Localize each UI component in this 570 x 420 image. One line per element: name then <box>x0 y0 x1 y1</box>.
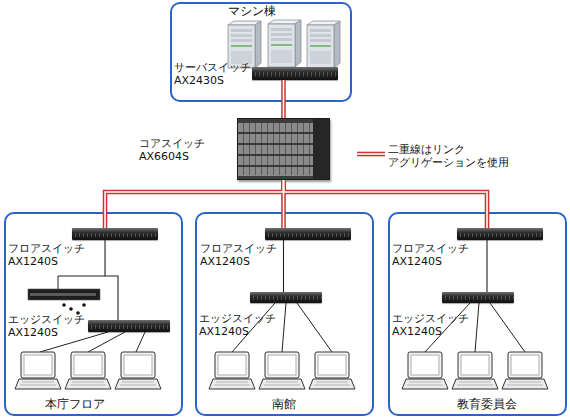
laptop <box>65 352 111 389</box>
aggregated-link <box>281 180 286 228</box>
legend-sample <box>357 147 385 161</box>
network-switch: フロアスイッチ AX1240S <box>72 228 158 240</box>
server-tower <box>268 20 301 67</box>
switch-label: フロアスイッチ AX1240S <box>8 242 98 268</box>
server-tower <box>228 21 261 68</box>
lan-wire <box>475 303 479 352</box>
lan-wire <box>490 303 525 352</box>
stack-dot <box>62 303 66 307</box>
laptop <box>309 352 355 389</box>
aggregated-link-gap <box>283 180 285 228</box>
switch-label: フロアスイッチ AX1240S <box>392 242 482 268</box>
network-link <box>486 240 487 292</box>
building-label: 本庁フロア <box>45 397 105 411</box>
aggregated-link <box>105 180 283 228</box>
network-switch: エッジスイッチ AX1240S <box>88 320 170 332</box>
aggregated-link-gap <box>283 80 285 118</box>
laptop <box>452 352 498 389</box>
aggregated-link-gap <box>105 180 283 228</box>
lan-wires <box>40 276 525 352</box>
lan-wire <box>136 332 145 352</box>
laptop <box>402 352 448 389</box>
network-link <box>283 240 284 292</box>
aggregated-link-gap <box>284 180 488 228</box>
building-box: 本庁フロア フロアスイッチ AX1240S エッジスイッチ AX1240S <box>4 212 183 416</box>
lan-wire <box>88 332 125 352</box>
legend-entry: 二重線はリンク アグリゲーションを使用 <box>357 143 533 169</box>
stack-dot <box>69 307 73 311</box>
switch-label: エッジスイッチ AX1240S <box>392 312 482 338</box>
network-switch: フロアスイッチ AX1240S <box>457 228 543 240</box>
building-label: 教育委員会 <box>457 397 517 411</box>
laptop <box>115 352 161 389</box>
switch-ports <box>30 293 96 296</box>
stacked-switch <box>28 289 100 300</box>
aggregated-link <box>281 80 286 118</box>
switch-label: フロアスイッチ AX1240S <box>200 242 290 268</box>
network-switch: エッジスイッチ AX1240S <box>250 292 322 303</box>
switch-label: エッジスイッチ AX1240S <box>8 313 87 339</box>
stack-dot <box>82 303 86 307</box>
switch-label: サーバスイッチ AX2430S <box>174 61 252 87</box>
legend-text: 二重線はリンク アグリゲーションを使用 <box>388 143 533 169</box>
building-box: 教育委員会 フロアスイッチ AX1240S エッジスイッチ AX1240S <box>388 212 567 416</box>
legend-double-line <box>357 152 385 157</box>
switch-label: エッジスイッチ AX1240S <box>199 312 289 338</box>
laptop <box>259 352 305 389</box>
building-label: 南館 <box>272 397 296 411</box>
network-switch: フロアスイッチ AX1240S <box>265 228 351 240</box>
network-link <box>105 240 118 320</box>
lan-wire <box>297 303 332 352</box>
laptop <box>209 352 255 389</box>
legend-double-line-gap <box>357 153 385 155</box>
network-switch: エッジスイッチ AX1240S <box>442 292 514 303</box>
laptop <box>15 352 61 389</box>
building-box: 南館 フロアスイッチ AX1240S エッジスイッチ AX1240S <box>195 212 374 416</box>
connector-outer-layer <box>105 80 487 320</box>
network-switch: サーバスイッチ AX2430S <box>252 67 338 80</box>
lan-wire <box>282 303 286 352</box>
lan-wire <box>58 276 105 289</box>
legend: 二重線はリンク アグリゲーションを使用 <box>357 143 533 169</box>
building-label: マシン棟 <box>228 4 276 18</box>
core-switch: コアスイッチ AX6604S <box>237 118 330 180</box>
aggregated-link <box>284 180 488 228</box>
laptop <box>502 352 548 389</box>
server-tower <box>307 21 340 68</box>
switch-label: コアスイッチ AX6604S <box>139 137 231 163</box>
building-box: マシン棟サーバスイッチ AX2430S <box>170 2 352 102</box>
